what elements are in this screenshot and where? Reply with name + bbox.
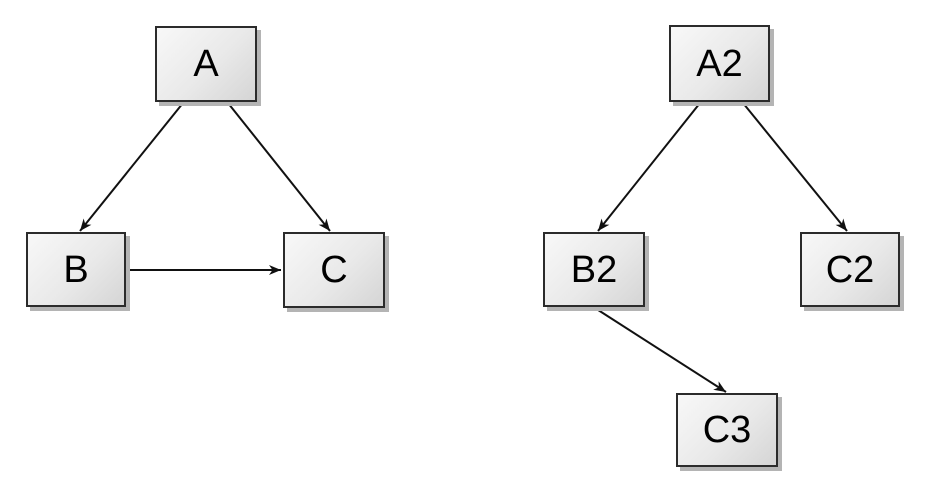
node-label: A: [193, 43, 219, 85]
edge-B2-C3: [594, 307, 727, 393]
node-A2: A2: [669, 25, 770, 102]
node-label: C3: [702, 409, 752, 451]
node-label: A2: [696, 42, 743, 85]
node-label: C2: [825, 248, 875, 291]
node-label: B: [63, 248, 89, 291]
node-C: C: [283, 232, 385, 308]
node-label: B2: [570, 248, 618, 291]
node-C3: C3: [676, 393, 778, 467]
node-B: B: [26, 232, 126, 307]
edge-A2-B2: [597, 102, 701, 232]
node-C2: C2: [800, 232, 900, 307]
edge-A-C: [227, 102, 331, 232]
edge-A2-C2: [742, 102, 848, 232]
node-A: A: [155, 26, 257, 102]
node-B2: B2: [543, 232, 645, 307]
node-label: C: [320, 249, 348, 291]
edges-group: [79, 102, 848, 393]
edge-A-B: [79, 102, 184, 232]
